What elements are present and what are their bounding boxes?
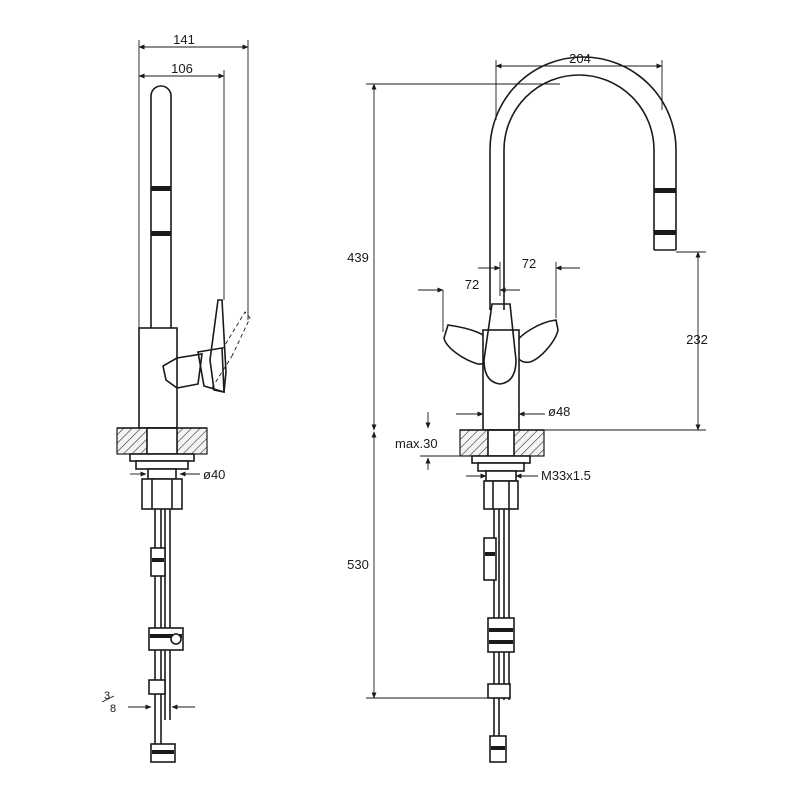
dim-141-label: 141 xyxy=(173,32,195,47)
side-shank: ø40 xyxy=(129,453,225,510)
dim-thread-label: M33x1.5 xyxy=(541,468,591,483)
dim-106: 106 xyxy=(138,61,225,300)
dim-max30-label: max.30 xyxy=(395,436,438,451)
dim-72-right-label: 72 xyxy=(522,256,536,271)
dim-d48: ø48 xyxy=(456,404,570,419)
frac-numerator: 3 xyxy=(104,690,110,702)
front-body xyxy=(443,303,559,431)
side-body xyxy=(138,299,251,429)
side-hoses: 3 8 xyxy=(101,509,195,763)
dim-530-label: 530 xyxy=(347,557,369,572)
dim-72-left-label: 72 xyxy=(465,277,479,292)
dim-204-label: 204 xyxy=(569,51,591,66)
front-spout xyxy=(489,56,677,310)
dim-439: 439 xyxy=(347,83,560,431)
dim-106-label: 106 xyxy=(171,61,193,76)
side-counter xyxy=(116,427,208,455)
frac-denominator: 8 xyxy=(110,703,116,715)
dim-141: 141 xyxy=(138,32,249,330)
dim-204: 204 xyxy=(495,51,663,120)
front-counter: max.30 xyxy=(395,412,545,470)
dim-232-label: 232 xyxy=(686,332,708,347)
dim-d40-label: ø40 xyxy=(203,467,225,482)
front-hoses xyxy=(483,509,515,763)
front-shank: M33x1.5 xyxy=(466,455,591,510)
dim-530: 530 xyxy=(347,431,492,699)
dim-439-label: 439 xyxy=(347,250,369,265)
dim-d48-label: ø48 xyxy=(548,404,570,419)
front-view: 204 439 xyxy=(347,51,708,763)
dim-232: 232 xyxy=(520,251,708,431)
side-view: 141 106 xyxy=(101,32,251,763)
side-spout xyxy=(150,85,172,328)
dim-72-pair: 72 72 xyxy=(418,256,580,332)
